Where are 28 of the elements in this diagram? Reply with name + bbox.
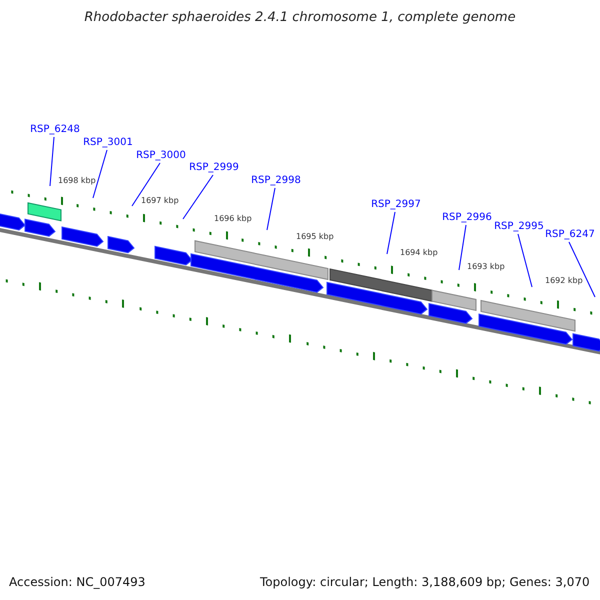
gene-label: RSP_2997 (371, 200, 421, 210)
scale-label: 1698 kbp (58, 177, 96, 185)
gene-label: RSP_6247 (545, 230, 595, 240)
scale-label: 1697 kbp (141, 197, 179, 205)
leader-line (518, 234, 532, 288)
leader-line (386, 212, 396, 254)
leader-line (568, 242, 596, 298)
gene-label: RSP_3001 (83, 138, 133, 148)
gene-label: RSP_2995 (494, 222, 544, 232)
gene-label: RSP_2999 (189, 163, 239, 173)
leader-line (458, 224, 466, 270)
gene-label: RSP_6248 (30, 125, 80, 135)
scale-label: 1694 kbp (400, 249, 438, 257)
leader-line (182, 174, 214, 220)
gene-label: RSP_2998 (251, 176, 301, 186)
scale-label: 1696 kbp (214, 215, 252, 223)
leader-line (132, 162, 160, 206)
info-text: Topology: circular; Length: 3,188,609 bp; Genes: 3,070 (260, 576, 590, 588)
scale-label: 1692 kbp (545, 277, 583, 285)
info-text: Accession: NC_007493 (9, 576, 146, 588)
scale-label: 1695 kbp (296, 233, 334, 241)
gene-label: RSP_2996 (442, 213, 492, 223)
leader-line (266, 188, 276, 230)
leader-line (50, 136, 54, 186)
diagram-title: Rhodobacter sphaeroides 2.4.1 chromosome 1, complete genome (83, 11, 517, 24)
scale-label: 1693 kbp (467, 263, 505, 271)
leader-line (92, 150, 108, 198)
gene-label: RSP_3000 (136, 151, 186, 161)
